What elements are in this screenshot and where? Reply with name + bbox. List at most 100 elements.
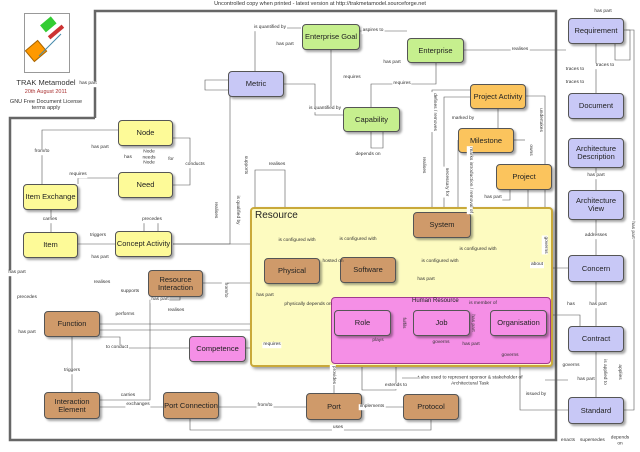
- node-capability[interactable]: Capability: [343, 107, 400, 132]
- node-port[interactable]: Port: [306, 393, 362, 420]
- relation-label: requires: [392, 81, 412, 87]
- connector-line: [143, 221, 159, 231]
- connector-line: [77, 177, 118, 184]
- node-project[interactable]: Project: [496, 164, 552, 190]
- relation-label: is configured with: [278, 238, 316, 244]
- node-function[interactable]: Function: [44, 311, 100, 337]
- node-label: System: [429, 220, 455, 229]
- license-note: GNU Free Document License terms apply: [9, 99, 83, 111]
- relation-label: traces to: [564, 80, 586, 86]
- trak-logo: [24, 13, 70, 73]
- relation-label: governs: [432, 340, 450, 346]
- relation-label: supports: [119, 289, 141, 295]
- node-label: Concern: [581, 263, 611, 273]
- node-need[interactable]: Need: [118, 172, 173, 198]
- relation-label: realises: [420, 155, 426, 175]
- relation-label: carries: [119, 393, 137, 399]
- node-label: Port Connection: [164, 400, 218, 410]
- node-organisation[interactable]: Organisation: [490, 310, 547, 336]
- relation-label: has part: [586, 173, 606, 179]
- relation-label: has part: [629, 220, 635, 240]
- relation-label: aspires to: [361, 28, 385, 34]
- node-label: Metric: [245, 79, 267, 88]
- relation-label: Node needs Node: [138, 149, 160, 167]
- relation-label: requires: [262, 342, 282, 348]
- connector-line: [100, 297, 181, 401]
- node-label: Architecture Description: [575, 144, 617, 161]
- relation-label: is configured with: [421, 259, 459, 265]
- node-enterprise[interactable]: Enterprise: [407, 38, 464, 63]
- relation-label: fulfils: [400, 317, 406, 329]
- relation-label: enacts: [559, 438, 577, 444]
- relation-label: realises: [267, 162, 287, 168]
- relation-label: governs: [561, 363, 581, 369]
- node-enterprise-goal[interactable]: Enterprise Goal: [302, 24, 360, 50]
- relation-label: exchanges: [125, 402, 151, 408]
- node-software[interactable]: Software: [340, 257, 396, 283]
- connector-line: [624, 29, 635, 411]
- relation-label: plays: [372, 338, 384, 344]
- relation-label: is quantified by: [253, 25, 287, 31]
- node-standard[interactable]: Standard: [568, 397, 624, 424]
- relation-label: hosted on: [322, 259, 344, 265]
- relation-label: * also used to represent sponsor & stake…: [417, 375, 523, 386]
- node-system[interactable]: System: [413, 212, 471, 238]
- node-label: Project: [512, 172, 536, 181]
- node-label: Role: [354, 318, 371, 327]
- relation-label: applies: [616, 363, 622, 381]
- resource-group-title: Resource: [255, 210, 298, 221]
- relation-label: has part: [90, 255, 110, 261]
- node-port-connection[interactable]: Port Connection: [163, 392, 219, 419]
- node-label: Protocol: [417, 402, 445, 411]
- relation-label: has part: [78, 81, 98, 87]
- relation-label: has part: [382, 60, 402, 66]
- node-concept-activity[interactable]: Concept Activity: [115, 231, 172, 257]
- connector-line: [41, 129, 118, 184]
- connector-line: [173, 94, 241, 245]
- relation-label: triggers: [63, 368, 81, 374]
- relation-label: has part: [462, 342, 480, 348]
- relation-label: has part: [256, 293, 274, 299]
- connector-line: [8, 9, 558, 442]
- node-physical[interactable]: Physical: [264, 258, 320, 284]
- node-architecture-view[interactable]: Architecture View: [568, 190, 624, 220]
- relation-label: physically depends on: [284, 302, 332, 308]
- relation-label: has part: [275, 42, 295, 48]
- node-label: Concept Activity: [116, 239, 171, 248]
- node-label: Node: [136, 128, 155, 137]
- relation-label: owns: [527, 143, 533, 157]
- relation-label: performs: [114, 312, 136, 318]
- node-project-activity[interactable]: Project Activity: [470, 84, 526, 109]
- node-item-exchange[interactable]: Item Exchange: [23, 184, 78, 210]
- node-concern[interactable]: Concern: [568, 255, 624, 282]
- node-item[interactable]: Item: [23, 232, 78, 258]
- node-document[interactable]: Document: [568, 93, 624, 119]
- relation-label: has part: [90, 145, 110, 151]
- node-interaction-element[interactable]: Interaction Element: [44, 392, 100, 419]
- node-metric[interactable]: Metric: [228, 71, 284, 97]
- relation-label: has: [566, 302, 576, 308]
- relation-label: provides: [330, 364, 336, 386]
- relation-label: from/to: [222, 281, 228, 299]
- node-node[interactable]: Node: [118, 120, 173, 146]
- relation-label: uses: [331, 425, 345, 431]
- relation-label: has part: [483, 195, 503, 201]
- node-role[interactable]: Role: [334, 310, 391, 336]
- relation-label: is configured with: [459, 247, 497, 253]
- node-protocol[interactable]: Protocol: [403, 394, 459, 420]
- node-resource-interaction[interactable]: Resource Interaction: [148, 270, 203, 297]
- node-label: Architecture View: [575, 196, 617, 213]
- node-job[interactable]: Job: [413, 310, 470, 336]
- node-requirement[interactable]: Requirement: [568, 18, 624, 44]
- node-architecture-description[interactable]: Architecture Description: [568, 138, 624, 168]
- relation-label: is member of: [469, 301, 497, 307]
- node-label: Physical: [278, 266, 306, 275]
- relation-label: has part: [150, 297, 170, 303]
- node-competence[interactable]: Competence: [189, 336, 246, 362]
- node-contract[interactable]: Contract: [568, 326, 624, 352]
- node-label: Project Activity: [473, 91, 523, 101]
- relation-label: has part: [17, 330, 37, 336]
- node-label: Item: [43, 240, 58, 249]
- relation-label: realises: [212, 200, 218, 220]
- relation-label: is applied to: [601, 358, 607, 386]
